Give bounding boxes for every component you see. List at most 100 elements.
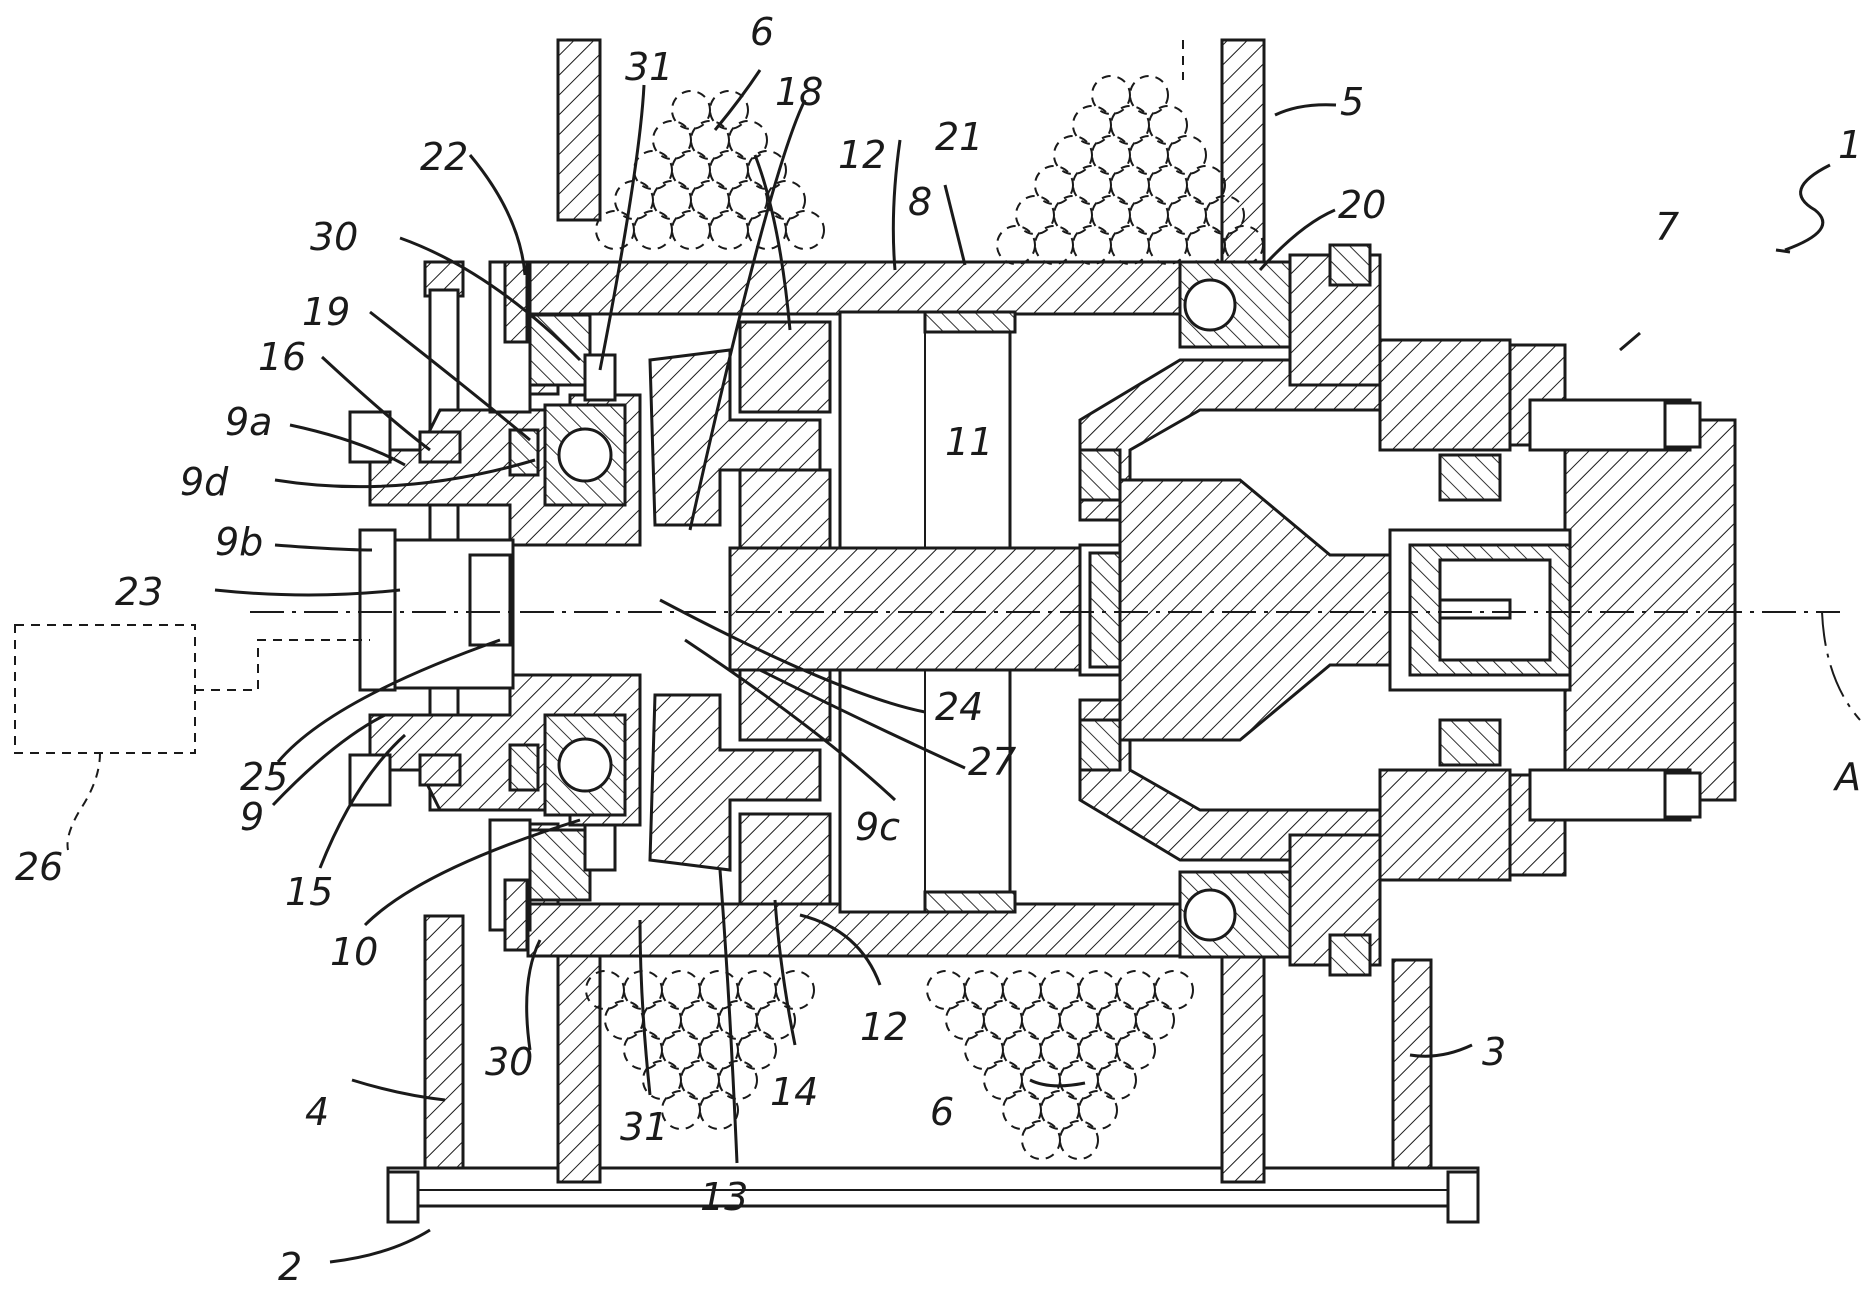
- rope-coil: [1187, 166, 1225, 204]
- label-11: 11: [945, 420, 993, 464]
- rope-coil: [946, 1001, 984, 1039]
- rope-coil: [672, 211, 710, 249]
- label-9b: 9b: [215, 520, 263, 564]
- label-18: 18: [775, 70, 823, 114]
- label-31-top: 31: [625, 45, 673, 89]
- rope-coil: [1054, 136, 1092, 174]
- rope-coil: [984, 1061, 1022, 1099]
- rope-coil: [1016, 196, 1054, 234]
- rope-coil: [1187, 226, 1225, 264]
- rope-coil: [691, 181, 729, 219]
- rope-coil: [700, 1091, 738, 1129]
- label-4: 4: [305, 1090, 329, 1134]
- rope-coil: [1035, 226, 1073, 264]
- rope-coil: [662, 971, 700, 1009]
- rope-coil: [965, 971, 1003, 1009]
- label-31-bottom: 31: [620, 1105, 668, 1149]
- rope-coil: [1092, 76, 1130, 114]
- rope-coil: [1041, 1091, 1079, 1129]
- frame-base-2: [388, 1168, 1478, 1222]
- label-10: 10: [330, 930, 378, 974]
- rope-coil: [643, 1001, 681, 1039]
- label-3: 3: [1482, 1030, 1506, 1074]
- rope-coil: [1168, 136, 1206, 174]
- rope-coil: [700, 971, 738, 1009]
- rope-coil: [1041, 971, 1079, 1009]
- label-12-bottom: 12: [860, 1005, 908, 1049]
- rope-coil: [1149, 106, 1187, 144]
- label-9: 9: [240, 795, 264, 839]
- rope-coil: [1079, 1091, 1117, 1129]
- rope-coil: [1130, 136, 1168, 174]
- rope-coil: [1155, 971, 1193, 1009]
- bearing-10-top: [545, 405, 625, 505]
- rope-coil: [1003, 971, 1041, 1009]
- rope-coil: [729, 121, 767, 159]
- rope-coil: [681, 1061, 719, 1099]
- rope-coil: [738, 1031, 776, 1069]
- planet-gear-12: [740, 322, 830, 412]
- label-20: 20: [1338, 183, 1386, 227]
- frame-side-3: [1393, 960, 1431, 1186]
- label-9c: 9c: [855, 805, 900, 849]
- bearing-10-bottom: [545, 715, 625, 815]
- label-7: 7: [1655, 205, 1679, 249]
- rope-coil: [672, 151, 710, 189]
- rope-coil: [1117, 971, 1155, 1009]
- rope-coil: [615, 181, 653, 219]
- rope-coil: [1022, 1061, 1060, 1099]
- label-21: 21: [935, 115, 983, 159]
- rope-coil: [719, 1001, 757, 1039]
- label-2: 2: [278, 1245, 302, 1289]
- rope-coil: [1168, 196, 1206, 234]
- rope-coil: [1022, 1001, 1060, 1039]
- label-A: A: [1832, 755, 1861, 799]
- rope-coil: [1060, 1001, 1098, 1039]
- rope-coil: [1098, 1061, 1136, 1099]
- label-30-top: 30: [310, 215, 358, 259]
- bearing-20-bottom: [1180, 872, 1290, 957]
- label-27: 27: [968, 740, 1016, 784]
- rope-coil: [927, 971, 965, 1009]
- rope-coil: [710, 211, 748, 249]
- label-15: 15: [285, 870, 333, 914]
- rope-coil: [1073, 166, 1111, 204]
- label-22: 22: [420, 135, 468, 179]
- rope-coil: [1130, 76, 1168, 114]
- rope-coil: [1073, 226, 1111, 264]
- rope-coil: [776, 971, 814, 1009]
- rope-coil: [1041, 1031, 1079, 1069]
- rope-coil: [1022, 1121, 1060, 1159]
- shaft-11: [730, 545, 1170, 675]
- rope-coil: [997, 226, 1035, 264]
- label-26: 26: [15, 845, 63, 889]
- label-1: 1: [1838, 123, 1862, 167]
- label-25: 25: [240, 755, 288, 799]
- rope-coil: [691, 121, 729, 159]
- rope-coil: [1060, 1061, 1098, 1099]
- label-19: 19: [302, 290, 350, 334]
- device-26: [15, 625, 370, 850]
- label-8: 8: [908, 180, 932, 224]
- rope-coil: [653, 121, 691, 159]
- rope-coil: [1003, 1091, 1041, 1129]
- rope-coil: [719, 1061, 757, 1099]
- bearing-20-top: [1180, 262, 1290, 347]
- label-6-top: 6: [750, 10, 774, 54]
- label-24: 24: [935, 685, 983, 729]
- label-30-bottom: 30: [485, 1040, 533, 1084]
- rope-coil: [729, 181, 767, 219]
- rope-coil: [1130, 196, 1168, 234]
- rope-coil: [738, 971, 776, 1009]
- label-14: 14: [770, 1070, 818, 1114]
- planet-gear-12b: [740, 814, 830, 904]
- rope-coil: [965, 1031, 1003, 1069]
- rope-coil: [1149, 226, 1187, 264]
- rope-coil: [634, 211, 672, 249]
- label-23: 23: [115, 570, 163, 614]
- rope-coil: [1136, 1001, 1174, 1039]
- rope-coil: [1060, 1121, 1098, 1159]
- seal-19b: [510, 745, 538, 790]
- rope-coil: [1092, 136, 1130, 174]
